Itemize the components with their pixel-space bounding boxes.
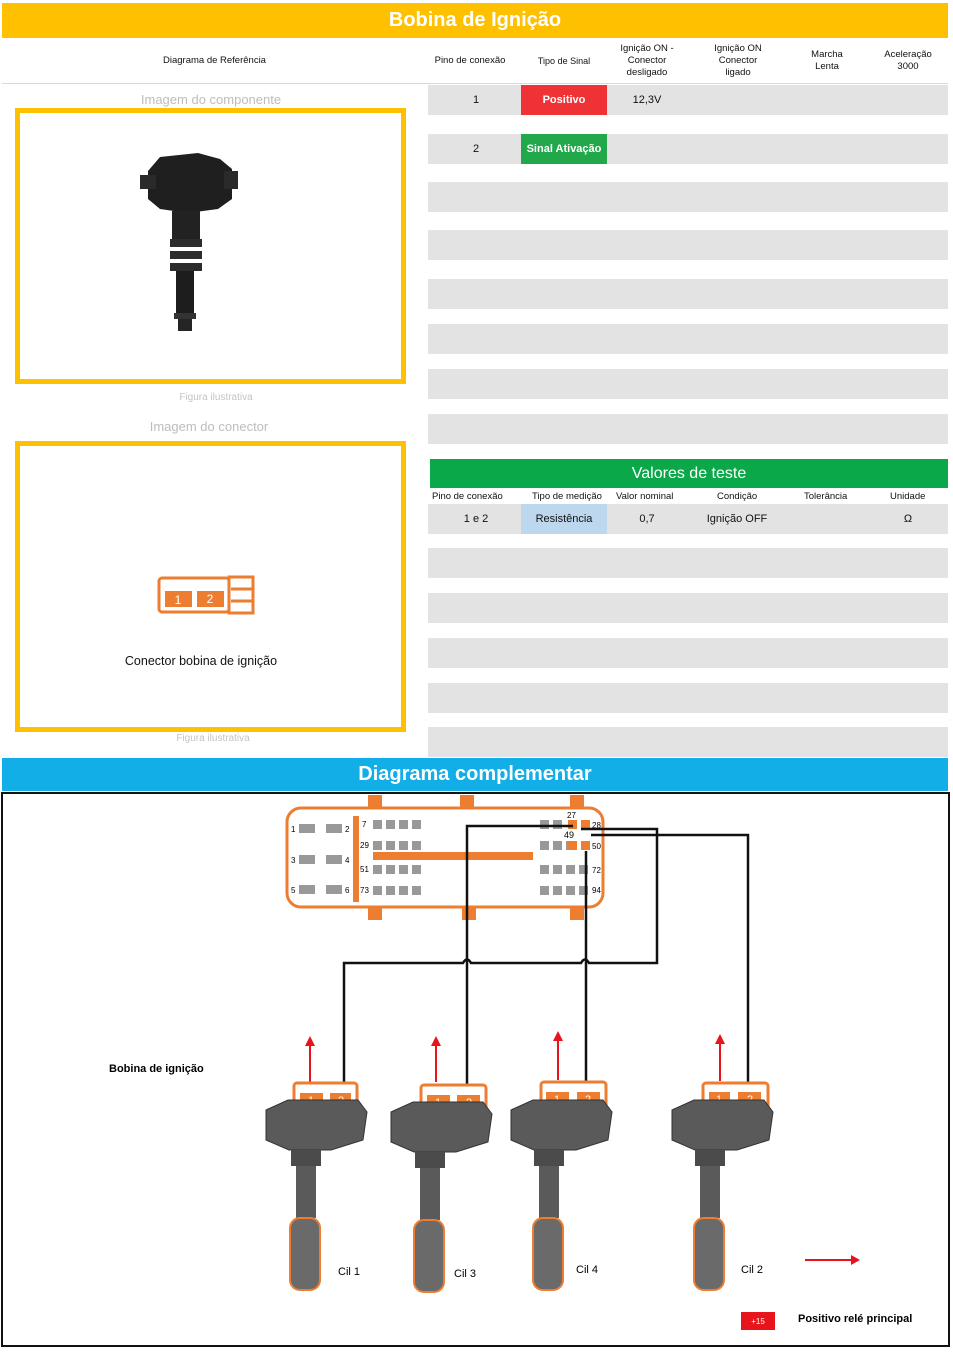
page-title: Bobina de Ignição [2, 3, 948, 38]
legend-label: Positivo relé principal [798, 1313, 912, 1325]
header-ign-on-connected: Ignição ON Conector ligado [695, 40, 781, 82]
ecu-pin-label: 29 [360, 841, 369, 850]
tv-header-tolerance: Tolerância [804, 491, 848, 502]
empty-row [428, 593, 948, 623]
connector-figure-caption: Figura ilustrativa [176, 733, 250, 744]
empty-row [428, 279, 948, 309]
header-line: Ignição ON [714, 43, 762, 54]
test-values-row-1: 1 e 2 Resistência 0,7 Ignição OFF Ω [428, 504, 948, 534]
empty-row [428, 414, 948, 444]
ignition-coil-photo [140, 153, 238, 331]
legend: +15 Positivo relé principal [741, 1255, 912, 1330]
signal-ign-on-disconnected: 12,3V [632, 94, 662, 106]
ecu-pin-label: 51 [360, 865, 369, 874]
empty-row [428, 683, 948, 713]
empty-row [428, 182, 948, 212]
header-line: Conector [627, 55, 667, 66]
ecu-pin-label: 3 [291, 856, 296, 865]
coil-label: Cil 3 [454, 1268, 476, 1280]
header-line: Ignição ON - [620, 43, 674, 54]
header-line: desligado [626, 67, 668, 78]
component-image-caption: Imagem do componente [140, 92, 282, 107]
signal-pin: 1 [472, 94, 480, 106]
ecu-pin-label: 28 [592, 821, 601, 830]
connector-pin-1: 1 [175, 593, 182, 607]
wires [342, 824, 750, 1084]
coil-cil2: 1 2 Cil 2 [671, 1034, 774, 1291]
tv-header-measure: Tipo de medição [532, 491, 602, 502]
header-line: Aceleração [884, 49, 932, 60]
header-ign-on-disconnected: Ignição ON - Conector desligado [607, 40, 687, 82]
header-line: Lenta [815, 61, 839, 72]
test-values-title: Valores de teste [430, 459, 948, 488]
signal-type-badge: Sinal Ativação [521, 134, 607, 164]
complementary-title: Diagrama complementar [2, 758, 948, 791]
empty-row [428, 369, 948, 399]
tv-condition: Ignição OFF [706, 513, 768, 525]
ecu-pin-label: 6 [345, 886, 350, 895]
header-line: Conector [718, 55, 758, 66]
test-values-header: Pino de conexão Tipo de medição Valor no… [428, 489, 948, 503]
connector-icon: 1 2 [157, 575, 255, 615]
coil-label: Cil 4 [576, 1264, 598, 1276]
tv-measure-type: Resistência [521, 504, 607, 534]
wiring-diagram: 1 2 3 4 5 6 7 29 51 73 [109, 795, 912, 1330]
complementary-diagram: 1 2 3 4 5 6 7 29 51 73 [1, 792, 950, 1347]
ecu-pin-label: 49 [564, 830, 574, 840]
header-idle: Marcha Lenta [786, 40, 868, 82]
connector-image-caption: Imagem do conector [149, 419, 269, 434]
tv-unit: Ω [903, 513, 913, 525]
ecu-pin-label: 72 [592, 866, 601, 875]
coil-group-label: Bobina de ignição [109, 1063, 204, 1075]
empty-row [428, 638, 948, 668]
ecu-pin-label: 4 [345, 856, 350, 865]
legend-badge: +15 [751, 1317, 765, 1326]
header-pin: Pino de conexão [434, 55, 506, 66]
header-diagram: Diagrama de Referência [163, 55, 266, 66]
ecu-pin-label: 7 [362, 820, 367, 829]
coil-cil4: 1 2 Cil 4 [510, 1031, 613, 1291]
tv-nominal: 0,7 [639, 513, 655, 525]
empty-row [428, 548, 948, 578]
ecu-pin-label: 2 [345, 825, 350, 834]
header-line: ligado [725, 67, 751, 78]
ecu-connector: 1 2 3 4 5 6 7 29 51 73 [285, 795, 605, 920]
ecu-pin-label: 50 [592, 842, 601, 851]
coil-label: Cil 1 [338, 1266, 360, 1278]
empty-row [428, 324, 948, 354]
connector-image-frame: 1 2 Conector bobina de ignição [15, 441, 406, 732]
tv-header-unit: Unidade [890, 491, 926, 502]
component-figure-caption: Figura ilustrativa [179, 392, 253, 403]
empty-row [428, 727, 948, 757]
coil-cil3: 1 2 Cil 3 [390, 1036, 493, 1293]
component-image-frame [15, 108, 406, 384]
tv-header-nominal: Valor nominal [616, 491, 674, 502]
ecu-pin-label: 1 [291, 825, 296, 834]
signal-pin: 2 [472, 143, 480, 155]
signal-row-1: 1 Positivo 12,3V [428, 85, 948, 115]
header-signal-type: Tipo de Sinal [537, 56, 591, 66]
header-line: Marcha [811, 49, 843, 60]
header-line: 3000 [897, 61, 919, 72]
tv-pin: 1 e 2 [463, 513, 489, 525]
signal-type-badge: Positivo [521, 85, 607, 115]
tv-header-pin: Pino de conexão [432, 491, 503, 502]
ecu-pin-label: 5 [291, 886, 296, 895]
tv-header-condition: Condição [717, 491, 758, 502]
coil-label: Cil 2 [741, 1264, 763, 1276]
coil-cil1: 1 2 Cil 1 [265, 1036, 368, 1291]
empty-row [428, 230, 948, 260]
header-accel: Aceleração 3000 [868, 40, 948, 82]
connector-label: Conector bobina de ignição [124, 654, 278, 668]
signal-row-2: 2 Sinal Ativação [428, 134, 948, 164]
ecu-pin-label: 94 [592, 886, 601, 895]
connector-pin-2: 2 [207, 592, 214, 606]
ecu-pin-label: 73 [360, 886, 369, 895]
header-divider [2, 83, 948, 84]
ecu-pin-label: 27 [567, 811, 576, 820]
